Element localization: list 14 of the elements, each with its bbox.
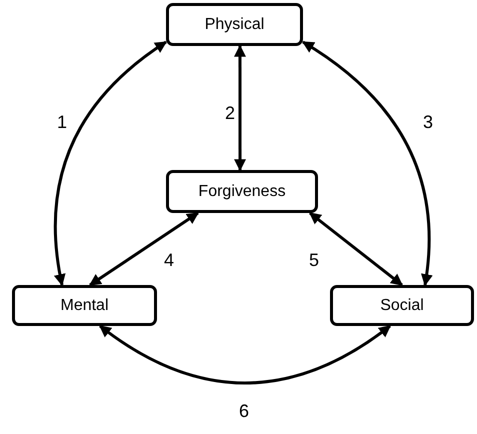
rounded-box <box>166 3 303 46</box>
double-headed-arrow <box>54 40 167 286</box>
node-label: Forgiveness <box>198 182 286 200</box>
rounded-box <box>330 285 474 326</box>
rounded-box <box>166 170 318 213</box>
node-label: Mental <box>60 296 109 314</box>
node-label: Physical <box>204 16 264 34</box>
double-headed-arrow <box>234 44 246 172</box>
double-headed-arrow <box>89 212 199 286</box>
rounded-box <box>12 285 157 326</box>
double-headed-arrow <box>309 212 403 286</box>
double-headed-arrow <box>302 40 432 286</box>
node-label: Social <box>380 296 424 314</box>
double-headed-arrow <box>99 324 392 384</box>
